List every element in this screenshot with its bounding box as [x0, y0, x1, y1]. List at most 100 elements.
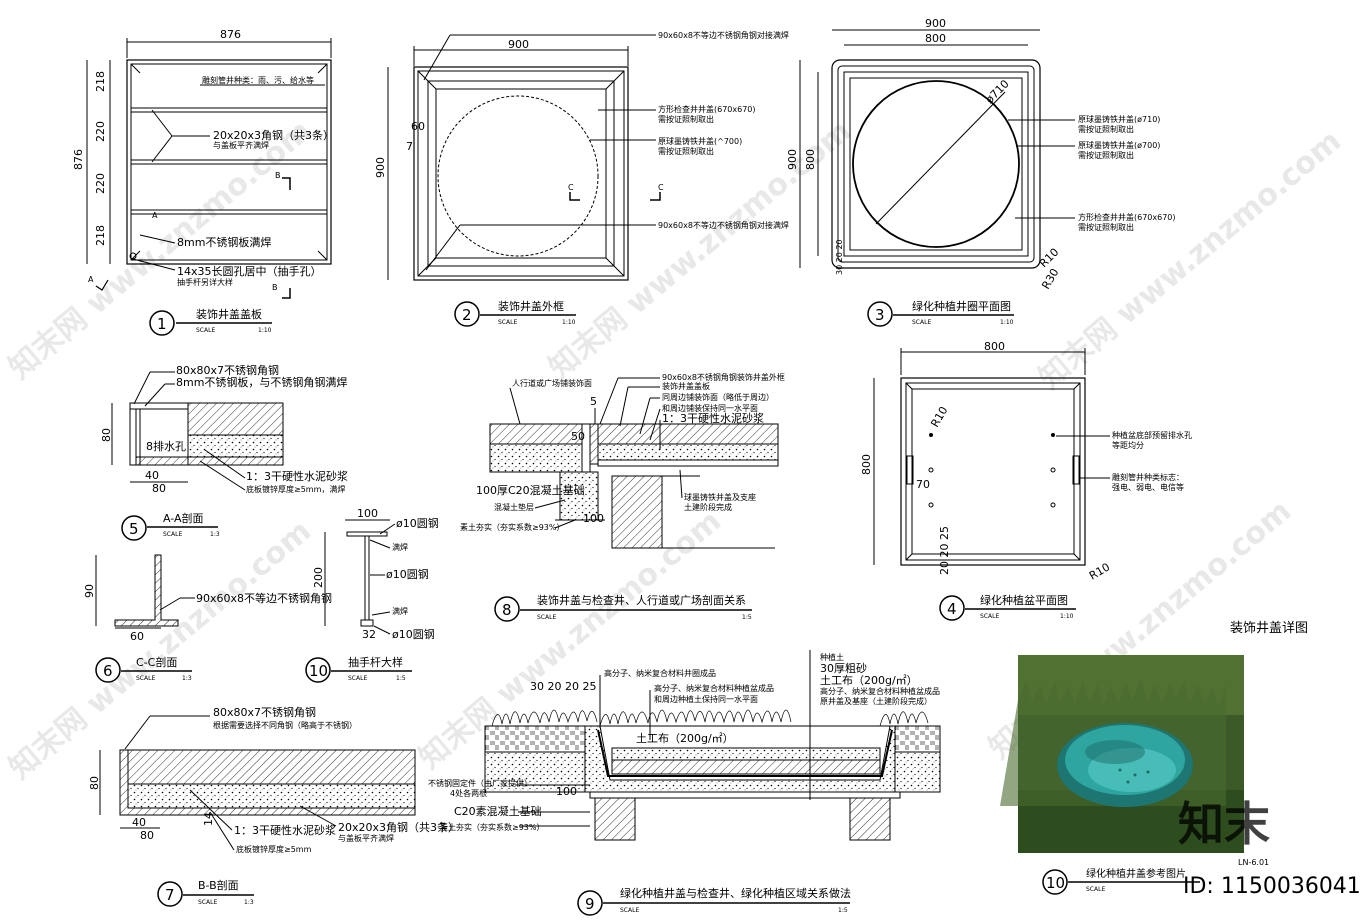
note: 80x80x7不锈钢角钢: [176, 364, 279, 377]
note: 种植盆底部预留排水孔: [1112, 430, 1192, 440]
scale-label: SCALE: [348, 675, 367, 682]
detail-7-section-bb: 80 40 80 14 80x80x7不锈钢角钢 根据需要选择不同角钢（略高于不…: [88, 706, 459, 907]
detail-2-outer-frame: 900 900 60 7 90x60x8不等边不锈钢角钢对接满焊 方形检查井井盖…: [374, 30, 789, 327]
dim: 60: [411, 120, 425, 133]
scale-value: 1:3: [244, 899, 254, 906]
scale-value: 1:10: [258, 327, 272, 334]
detail-title: 绿化种植井盖与检查井、绿化种植区域关系做法: [620, 886, 851, 900]
scale-value: 1:10: [562, 319, 576, 326]
note: 90x60x8不锈钢角钢装饰井盖外框: [662, 372, 785, 382]
dim: 30 20 20: [835, 239, 844, 275]
note: 与盖板平齐满焊: [213, 140, 269, 150]
note: 原球墨铸铁井盖(ø710): [1078, 114, 1160, 124]
sheet-title: 装饰井盖详图: [1230, 621, 1308, 636]
note: 高分子、纳米复合材料种植盆成品: [820, 686, 940, 696]
scale-label: SCALE: [198, 899, 217, 906]
note: ø10圆钢: [392, 628, 435, 641]
detail-title: 绿化种植井圈平面图: [912, 299, 1011, 313]
note: C20素混凝土基础: [454, 804, 542, 818]
dim: 90: [83, 584, 96, 598]
note: 素土夯实（夯实系数≥93%）: [460, 522, 564, 532]
dim-seg: 218: [94, 71, 107, 92]
note: 装饰井盖盖板: [662, 381, 710, 391]
dim-radius: R30: [1039, 266, 1061, 291]
detail-title: 抽手杆大样: [348, 655, 403, 669]
dim: 80: [140, 829, 154, 842]
dim: 40: [145, 469, 159, 482]
note: 需按证照制取出: [1078, 222, 1134, 232]
note: 原球墨铸铁井盖(^700): [658, 136, 742, 146]
detail-9-planting-section: 种植土 30厚粗砂 土工布（200g/㎡） 高分子、纳米复合材料种植盆成品 原井…: [428, 650, 941, 916]
note: 90x60x8不等边不锈钢角钢对接满焊: [658, 30, 789, 40]
scale-value: 1:5: [742, 614, 752, 621]
detail-6-section-cc: 90 60 90x60x8不等边不锈钢角钢 6 C-C剖面 SCALE 1:3: [83, 554, 332, 683]
dim: 32: [362, 628, 376, 641]
watermark: 知末网 www.znzmo.com: [3, 514, 318, 787]
detail-title: A-A剖面: [163, 511, 204, 525]
note: 和周边种植土保持同一水平面: [654, 694, 758, 704]
scale-label: SCALE: [163, 531, 182, 538]
section-mark: A: [152, 211, 158, 220]
note: 底板镀锌厚度≥5mm，满焊: [246, 484, 345, 494]
note: 混凝土垫层: [494, 502, 534, 512]
note: 8排水孔: [146, 439, 186, 453]
note: 1：3干硬性水泥砂浆: [246, 469, 348, 483]
dim: 80: [100, 428, 113, 442]
note: 人行道或广场铺装饰面: [512, 378, 592, 388]
dim-height: 800: [860, 454, 873, 475]
detail-title: 装饰井盖盖板: [196, 307, 262, 321]
dim: 900: [925, 17, 946, 30]
dim-width: 800: [984, 340, 1005, 353]
note: 不锈钢固定件（由厂家提供）: [428, 778, 532, 788]
detail-number: 10: [309, 662, 328, 680]
detail-title: 装饰井盖与检查井、人行道或广场剖面关系: [537, 593, 746, 607]
scale-label: SCALE: [537, 614, 556, 621]
detail-number: 9: [585, 895, 595, 913]
scale-value: 1:3: [210, 531, 220, 538]
dim: 900: [786, 149, 799, 170]
scale-value: 1:5: [838, 907, 848, 914]
detail-number: 3: [875, 306, 885, 324]
note: 等距均分: [1112, 440, 1144, 450]
section-mark: C: [568, 183, 574, 192]
note: 20x20x3角钢（共3条）: [213, 128, 334, 142]
dim-width: 900: [508, 38, 529, 51]
dim: 20 20 25: [938, 526, 951, 575]
detail-title: C-C剖面: [136, 655, 177, 669]
dim: 60: [130, 630, 144, 643]
detail-title: 绿化种植井盖参考图片: [1086, 867, 1186, 880]
note: 与盖板平齐满焊: [338, 833, 394, 843]
dim-seg: 218: [94, 225, 107, 246]
note: 20x20x3角钢（共3条）: [338, 820, 459, 834]
note: 雕刻管井种类：雨、污、给水等: [202, 75, 314, 85]
note: 方形检查井井盖(670x670): [658, 104, 756, 114]
logo: 知末: [1178, 797, 1270, 851]
note: 满焊: [392, 606, 408, 616]
detail-title: B-B剖面: [198, 878, 239, 892]
note: 30厚粗砂: [820, 662, 867, 675]
note: 雕刻管井种类标志：: [1112, 472, 1184, 482]
scale-value: 1:10: [1000, 319, 1014, 326]
detail-number: 2: [462, 306, 472, 324]
detail-1-cover-plate: 876 876 218 220 220 218 雕刻管井种类：雨、污、给水等 2…: [72, 28, 334, 336]
dim: 200: [312, 567, 325, 588]
watermark: 知末网 www.znzmo.com: [3, 114, 318, 387]
dim-radius: R10: [1087, 561, 1112, 583]
detail-title: 装饰井盖外框: [498, 299, 564, 313]
sheet-number: LN-6.01: [1238, 858, 1269, 867]
dim: 14: [202, 812, 215, 826]
note: 根据需要选择不同角钢（略高于不锈钢）: [213, 720, 357, 730]
dim: 100: [556, 785, 577, 798]
note: 4处各两根: [450, 788, 487, 798]
scale-label: SCALE: [1086, 886, 1105, 893]
note: 高分子、纳米复合材料井圈成品: [604, 668, 716, 678]
watermark: 知末网 www.znzmo.com: [1033, 124, 1348, 397]
note: 原井盖及基座（土建阶段完成）: [820, 696, 932, 706]
note: 满焊: [392, 542, 408, 552]
note: 8mm不锈钢板，与不锈钢角钢满焊: [176, 375, 347, 389]
dim: 100: [357, 507, 378, 520]
dim: 40: [132, 816, 146, 829]
section-mark: B: [275, 171, 281, 180]
scale-label: SCALE: [912, 319, 931, 326]
